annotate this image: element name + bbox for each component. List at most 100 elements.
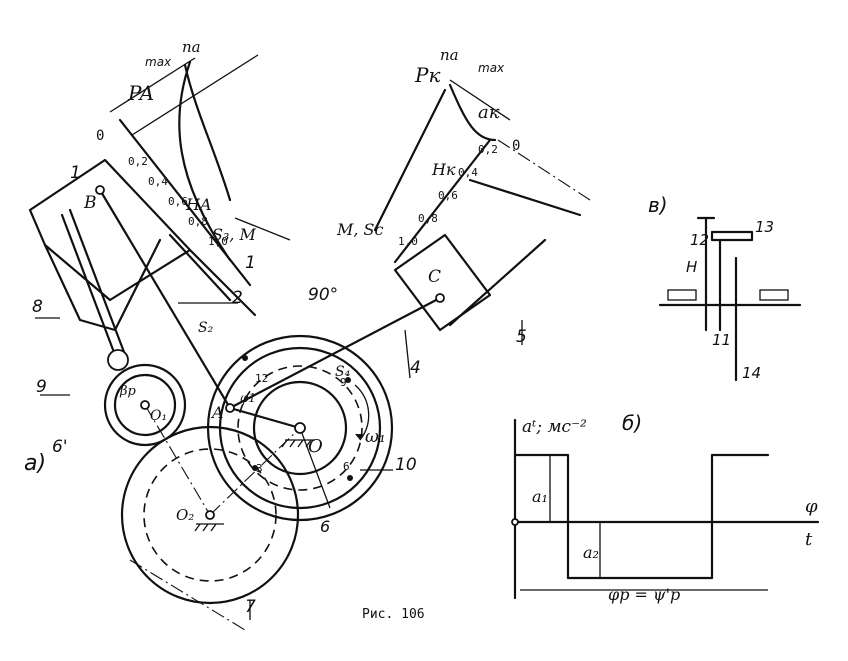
diagramB-tick-4: 1,0 xyxy=(208,235,228,248)
figure-caption: Рис. 106 xyxy=(362,607,425,622)
point-A: A xyxy=(210,403,224,422)
bearing-left xyxy=(667,289,697,301)
graph-y-label: aᵗ; мс⁻² xyxy=(522,417,587,437)
graph-a2: a₂ xyxy=(583,543,599,562)
graph-x-label-phi: φ xyxy=(805,496,818,517)
cam-8 xyxy=(113,373,177,437)
leader-4 xyxy=(404,329,411,379)
diagram-B xyxy=(109,54,259,287)
label-4: 4 xyxy=(410,358,421,378)
label-10: 10 xyxy=(395,455,417,475)
gear-7 xyxy=(120,425,300,605)
pos-3-label: 3 xyxy=(256,462,263,475)
diagramB-force: PA xyxy=(127,81,154,105)
point-O1: O₁ xyxy=(150,408,167,424)
label-6: 6 xyxy=(320,517,330,536)
detail-H: H xyxy=(686,258,697,276)
diagramC-force: Pк xyxy=(414,63,440,87)
diagramB-curve-2 xyxy=(183,63,232,202)
point-S2: S₂ xyxy=(198,320,214,336)
label-7: 7 xyxy=(245,597,256,617)
diagramC-zero: 0 xyxy=(512,138,520,154)
slider-C xyxy=(393,233,492,332)
graph-x-label-t: t xyxy=(805,529,813,550)
point-O2: O₂ xyxy=(176,506,194,524)
link-2-top xyxy=(168,233,232,302)
panel-v-label: в) xyxy=(648,193,668,217)
roller xyxy=(107,349,129,371)
gear-13 xyxy=(710,230,754,242)
crank-OA xyxy=(228,406,302,430)
diagramC-axis xyxy=(393,138,492,264)
detail-13: 13 xyxy=(755,218,774,236)
diagramB-arrow xyxy=(131,54,259,136)
guide-5b xyxy=(468,178,582,217)
diagramC-tick-3: 0,4 xyxy=(458,166,478,179)
gear-7-pitch xyxy=(143,448,277,582)
diagramB-base xyxy=(109,57,196,113)
label-2: 2 xyxy=(232,288,243,308)
graph-accel-curve xyxy=(513,453,770,580)
omega-label: ω₁ xyxy=(365,427,386,447)
diagramC-tick-0: 1,0 xyxy=(398,235,418,248)
diagramC-accel: aк xyxy=(478,102,500,123)
frame-9 xyxy=(43,238,162,332)
label-5: 5 xyxy=(516,327,527,347)
diagramC-tick-2: 0,6 xyxy=(438,189,458,202)
point-O: O xyxy=(308,436,323,457)
pos-9 xyxy=(345,377,351,383)
diagramB-tick-3: 0,8 xyxy=(188,215,208,228)
pos-12 xyxy=(242,355,248,361)
joint-O1 xyxy=(140,400,150,410)
mechanism xyxy=(28,139,591,631)
joint-A xyxy=(225,403,235,413)
diagramC-S: M, Sс xyxy=(336,220,384,239)
ground-O2 xyxy=(194,523,224,532)
diagramB-tick-1: 0,4 xyxy=(148,175,168,188)
bearing-right xyxy=(759,289,789,301)
joint-O xyxy=(294,422,306,434)
pos-6-label: 6 xyxy=(343,460,350,473)
diagram-C xyxy=(373,79,511,264)
accel-graph xyxy=(511,418,820,600)
joint-O2 xyxy=(205,510,215,520)
diagramB-max: max xyxy=(145,55,172,69)
graph-a1: a₁ xyxy=(532,487,548,506)
diagramC-tick-4: 0,2 xyxy=(478,143,498,156)
detail-v xyxy=(658,216,802,382)
axis-7 xyxy=(129,559,246,631)
diagramB-normal: na xyxy=(182,38,201,56)
diagramC-tick-1: 0,8 xyxy=(418,212,438,225)
centre-line-O1O2 xyxy=(144,404,211,516)
diagramB-H: HA xyxy=(185,195,212,214)
point-S4: S₄ xyxy=(335,364,351,380)
diagramC-curve xyxy=(373,88,447,232)
diagramB-S: S₃, M xyxy=(212,225,257,244)
pusher-rod-2 xyxy=(68,208,126,354)
detail-12: 12 xyxy=(690,231,709,249)
pos-9-label: 9 xyxy=(340,376,347,389)
diagramB-tick-2: 0,6 xyxy=(168,195,188,208)
diagramC-arrow xyxy=(449,79,511,121)
joint-C xyxy=(435,293,445,303)
pos-12-label: 12 xyxy=(255,372,268,385)
detail-11: 11 xyxy=(712,331,731,349)
label-9: 8 xyxy=(32,297,43,317)
label-8: 9 xyxy=(36,377,47,397)
gear-6prime xyxy=(103,363,187,447)
leader-3 xyxy=(234,217,291,241)
panel-b-label: б) xyxy=(622,411,642,435)
joint-B xyxy=(95,185,105,195)
graph-span: φp = ψ'p xyxy=(608,585,680,604)
phi-label: φ1 xyxy=(240,391,256,405)
guide-5a xyxy=(448,238,547,327)
pusher-rod xyxy=(60,213,117,357)
diagramC-H: Hк xyxy=(431,160,456,179)
leader-6 xyxy=(299,427,331,509)
point-C: C xyxy=(428,267,441,287)
pos-6 xyxy=(347,475,353,481)
label-6prime: 6' xyxy=(52,437,68,457)
label-1: 1 xyxy=(245,253,256,273)
omega-arrow xyxy=(354,384,370,441)
